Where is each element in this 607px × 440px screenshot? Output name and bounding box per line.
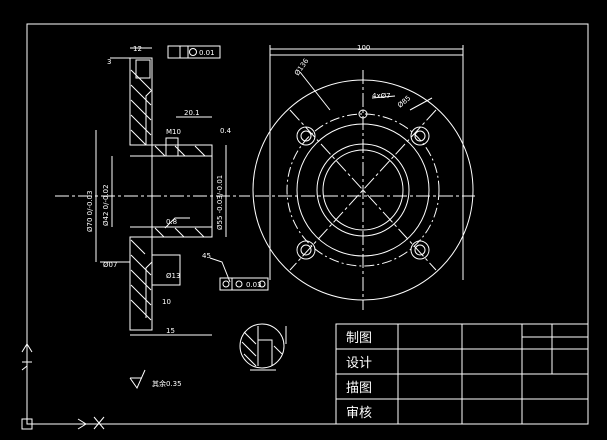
dim-chamfer: 0.4 [220, 127, 232, 135]
drawing-frame [26, 23, 589, 425]
dim-hub-length: 20.1 [184, 109, 200, 117]
hatch-upper [130, 69, 206, 157]
dim-chamfer-45: 45 [202, 252, 211, 260]
title-block-row-review: 审核 [346, 406, 372, 421]
dim-hole-pitch: Ø85 [396, 94, 412, 109]
dim-bore-diameter: Ø42 0/-0.02 [102, 184, 110, 226]
dim-hub-hole: M10 [166, 128, 181, 136]
detail-view [239, 323, 287, 371]
dim-counterbore: Ø07 [103, 261, 117, 269]
dim-outer-diameter: Ø70 0/-0.03 [86, 190, 94, 232]
dim-total-length: 15 [166, 327, 175, 335]
dim-hole-depth: Ø13 [166, 272, 180, 280]
roughness-symbol [129, 369, 146, 390]
dim-hub-diameter: Ø55 -0.03/-0.01 [216, 175, 224, 230]
bolt-hole [296, 240, 316, 260]
dim-four-holes: 4xØ7 [372, 92, 391, 100]
dim-flange-thickness: 12 [133, 45, 142, 53]
ucs-icon [21, 343, 105, 430]
bolt-hole [296, 126, 316, 146]
dim-perpendicularity: 0.01 [199, 49, 215, 57]
hatch-lower [130, 227, 205, 321]
title-block-row-traced: 描图 [346, 381, 372, 396]
dim-depth-10: 10 [162, 298, 171, 306]
bolt-hole [410, 240, 430, 260]
dim-width-100: 100 [357, 44, 370, 52]
bolt-circle [286, 113, 440, 267]
bolt-hole [410, 126, 430, 146]
title-block-row-drawn: 制图 [346, 331, 372, 346]
hub-outline [151, 144, 213, 238]
tolerance-frame-top [167, 45, 221, 59]
title-block [335, 323, 589, 425]
flange-lower-outline [129, 236, 153, 331]
dim-top-offset: 3 [107, 58, 111, 66]
front-view [252, 45, 475, 310]
section-view [55, 47, 250, 336]
roughness-note: 其余0.35 [152, 379, 182, 388]
dim-roughness-inner: 0.8 [166, 218, 177, 226]
title-block-row-design: 设计 [346, 356, 372, 371]
tolerance-frame-bottom [219, 277, 269, 291]
dim-runout-tol: 0.03 [246, 281, 262, 289]
